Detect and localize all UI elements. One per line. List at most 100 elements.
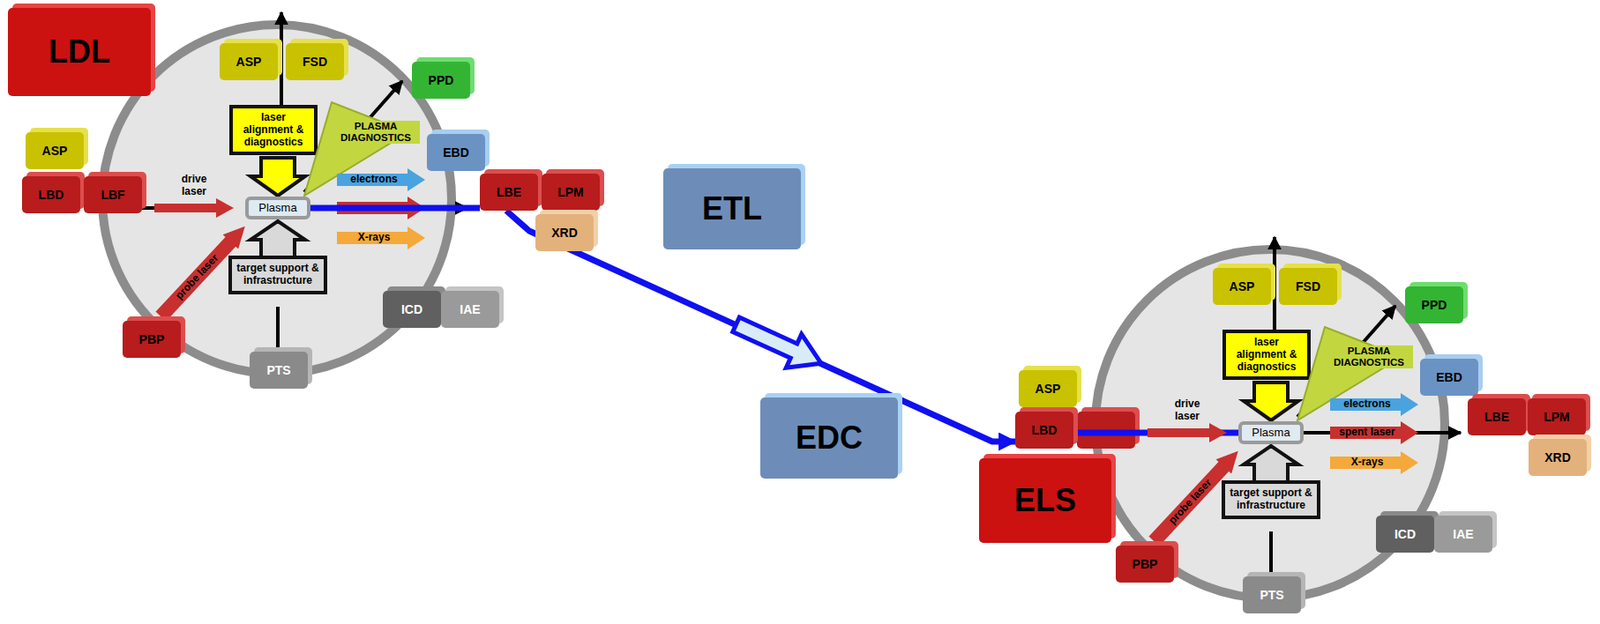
node-label: IAE [459, 302, 480, 317]
node-label: X-rays [1351, 456, 1399, 470]
support-box: target support & infrastructure [1221, 480, 1321, 520]
node-label: EBD [442, 145, 470, 160]
node-label: PTS [266, 363, 291, 378]
node-label: LBE [496, 185, 522, 200]
equipment-block: FSD [285, 43, 344, 81]
node-label: ICD [401, 302, 423, 317]
node-label: FSD [302, 54, 328, 69]
node-label: target support & infrastructure [1228, 487, 1314, 513]
arrow-body [336, 168, 426, 192]
node-label: PBP [1132, 557, 1159, 572]
node-label: Plasma [1251, 426, 1290, 441]
up-arrow [250, 221, 306, 258]
support-box: target support & infrastructure [228, 255, 328, 295]
arrow-body [336, 226, 426, 250]
node-label: drive laser [171, 173, 217, 199]
plasma-target: Plasma [245, 196, 311, 220]
equipment-block: LPM [541, 173, 600, 211]
node-label: laser alignment & diagnostics [1229, 336, 1304, 374]
equipment-block: ELS [979, 458, 1112, 544]
equipment-block: ASP [219, 43, 278, 81]
node-label: spent laser [1338, 426, 1409, 440]
node-label: LBF [100, 187, 125, 202]
node-label: ASP [236, 54, 262, 69]
node-label: laser alignment & diagnostics [236, 112, 311, 149]
node-label: LPM [1543, 410, 1571, 425]
equipment-block: ICD [1375, 515, 1435, 554]
equipment-block: PPD [1405, 286, 1464, 324]
node-label: LBD [1031, 423, 1058, 438]
arrow-shape [154, 198, 234, 218]
arrow-body [1330, 451, 1419, 475]
node-label: ETL [702, 190, 763, 227]
equipment-block: FSD [1278, 268, 1338, 306]
node-label: ASP [1229, 279, 1256, 294]
support-line [276, 306, 280, 353]
node-label: PLASMA DIAGNOSTICS [331, 120, 420, 144]
equipment-block: LPM [1527, 398, 1586, 436]
equipment-block: EBD [1420, 358, 1479, 397]
equipment-block: LBE [479, 173, 539, 211]
drive-laser-arrow: drive laser [154, 173, 234, 218]
equipment-block: XRD [535, 214, 594, 252]
equipment-block: PBP [122, 321, 181, 359]
node-label: drive laser [1165, 398, 1210, 424]
equipment-block: IAE [1434, 515, 1493, 554]
node-label: probe laser [1166, 465, 1226, 528]
beam-arrow: electrons [1330, 393, 1419, 417]
node-label: X-rays [358, 231, 405, 245]
beam-arrow: X-rays [336, 226, 426, 250]
arrow-body [154, 198, 234, 218]
node-label: PPD [428, 73, 455, 88]
equipment-block: PBP [1115, 545, 1174, 584]
alignment-box: laser alignment & diagnostics [1222, 329, 1311, 381]
equipment-block: LBD [1015, 411, 1074, 449]
beam-line [310, 205, 480, 212]
node-label: probe laser [173, 240, 232, 303]
equipment-block: EBD [426, 134, 486, 172]
arrow-body [1147, 423, 1227, 443]
equipment-block: PPD [411, 61, 471, 99]
node-label: ASP [1035, 381, 1062, 397]
axis-line [279, 12, 284, 105]
node-label: PPD [1421, 298, 1448, 313]
node-label: PBP [139, 332, 165, 347]
node-label: FSD [1295, 279, 1321, 294]
node-label: LBE [1484, 410, 1510, 425]
equipment-block: ASP [1018, 370, 1077, 408]
beam-arrow: electrons [336, 168, 426, 192]
drive-laser-arrow: drive laser [1147, 398, 1227, 443]
node-label: LBD [38, 187, 65, 202]
beam-arrow: X-rays [1330, 451, 1419, 475]
equipment-block: EDC [760, 397, 898, 479]
node-label: ELS [1014, 482, 1077, 519]
down-arrow [250, 157, 306, 196]
arrow-body [1330, 421, 1419, 445]
node-label: Plasma [258, 201, 297, 216]
beam-arrow [728, 307, 830, 381]
node-label: IAE [1452, 527, 1473, 542]
node-label: PTS [1259, 588, 1284, 603]
equipment-block: ASP [1212, 268, 1272, 306]
plasma-target: Plasma [1238, 421, 1304, 445]
equipment-block: PTS [249, 351, 308, 389]
node-label: XRD [1544, 450, 1571, 465]
equipment-block: LBD [22, 176, 81, 214]
equipment-block: IAE [441, 291, 500, 329]
node-label: ASP [42, 143, 68, 158]
equipment-block: ETL [663, 168, 801, 250]
arrow-shape [1147, 423, 1227, 443]
arrow-body [1330, 393, 1419, 417]
equipment-block: ASP [25, 132, 84, 170]
node-label: EBD [1435, 370, 1463, 385]
node-label: LPM [557, 185, 584, 200]
node-label: EDC [795, 419, 863, 457]
node-label: ICD [1394, 527, 1416, 542]
equipment-block: LBE [1467, 398, 1526, 436]
equipment-block: XRD [1528, 439, 1587, 477]
equipment-block: ICD [382, 291, 442, 329]
